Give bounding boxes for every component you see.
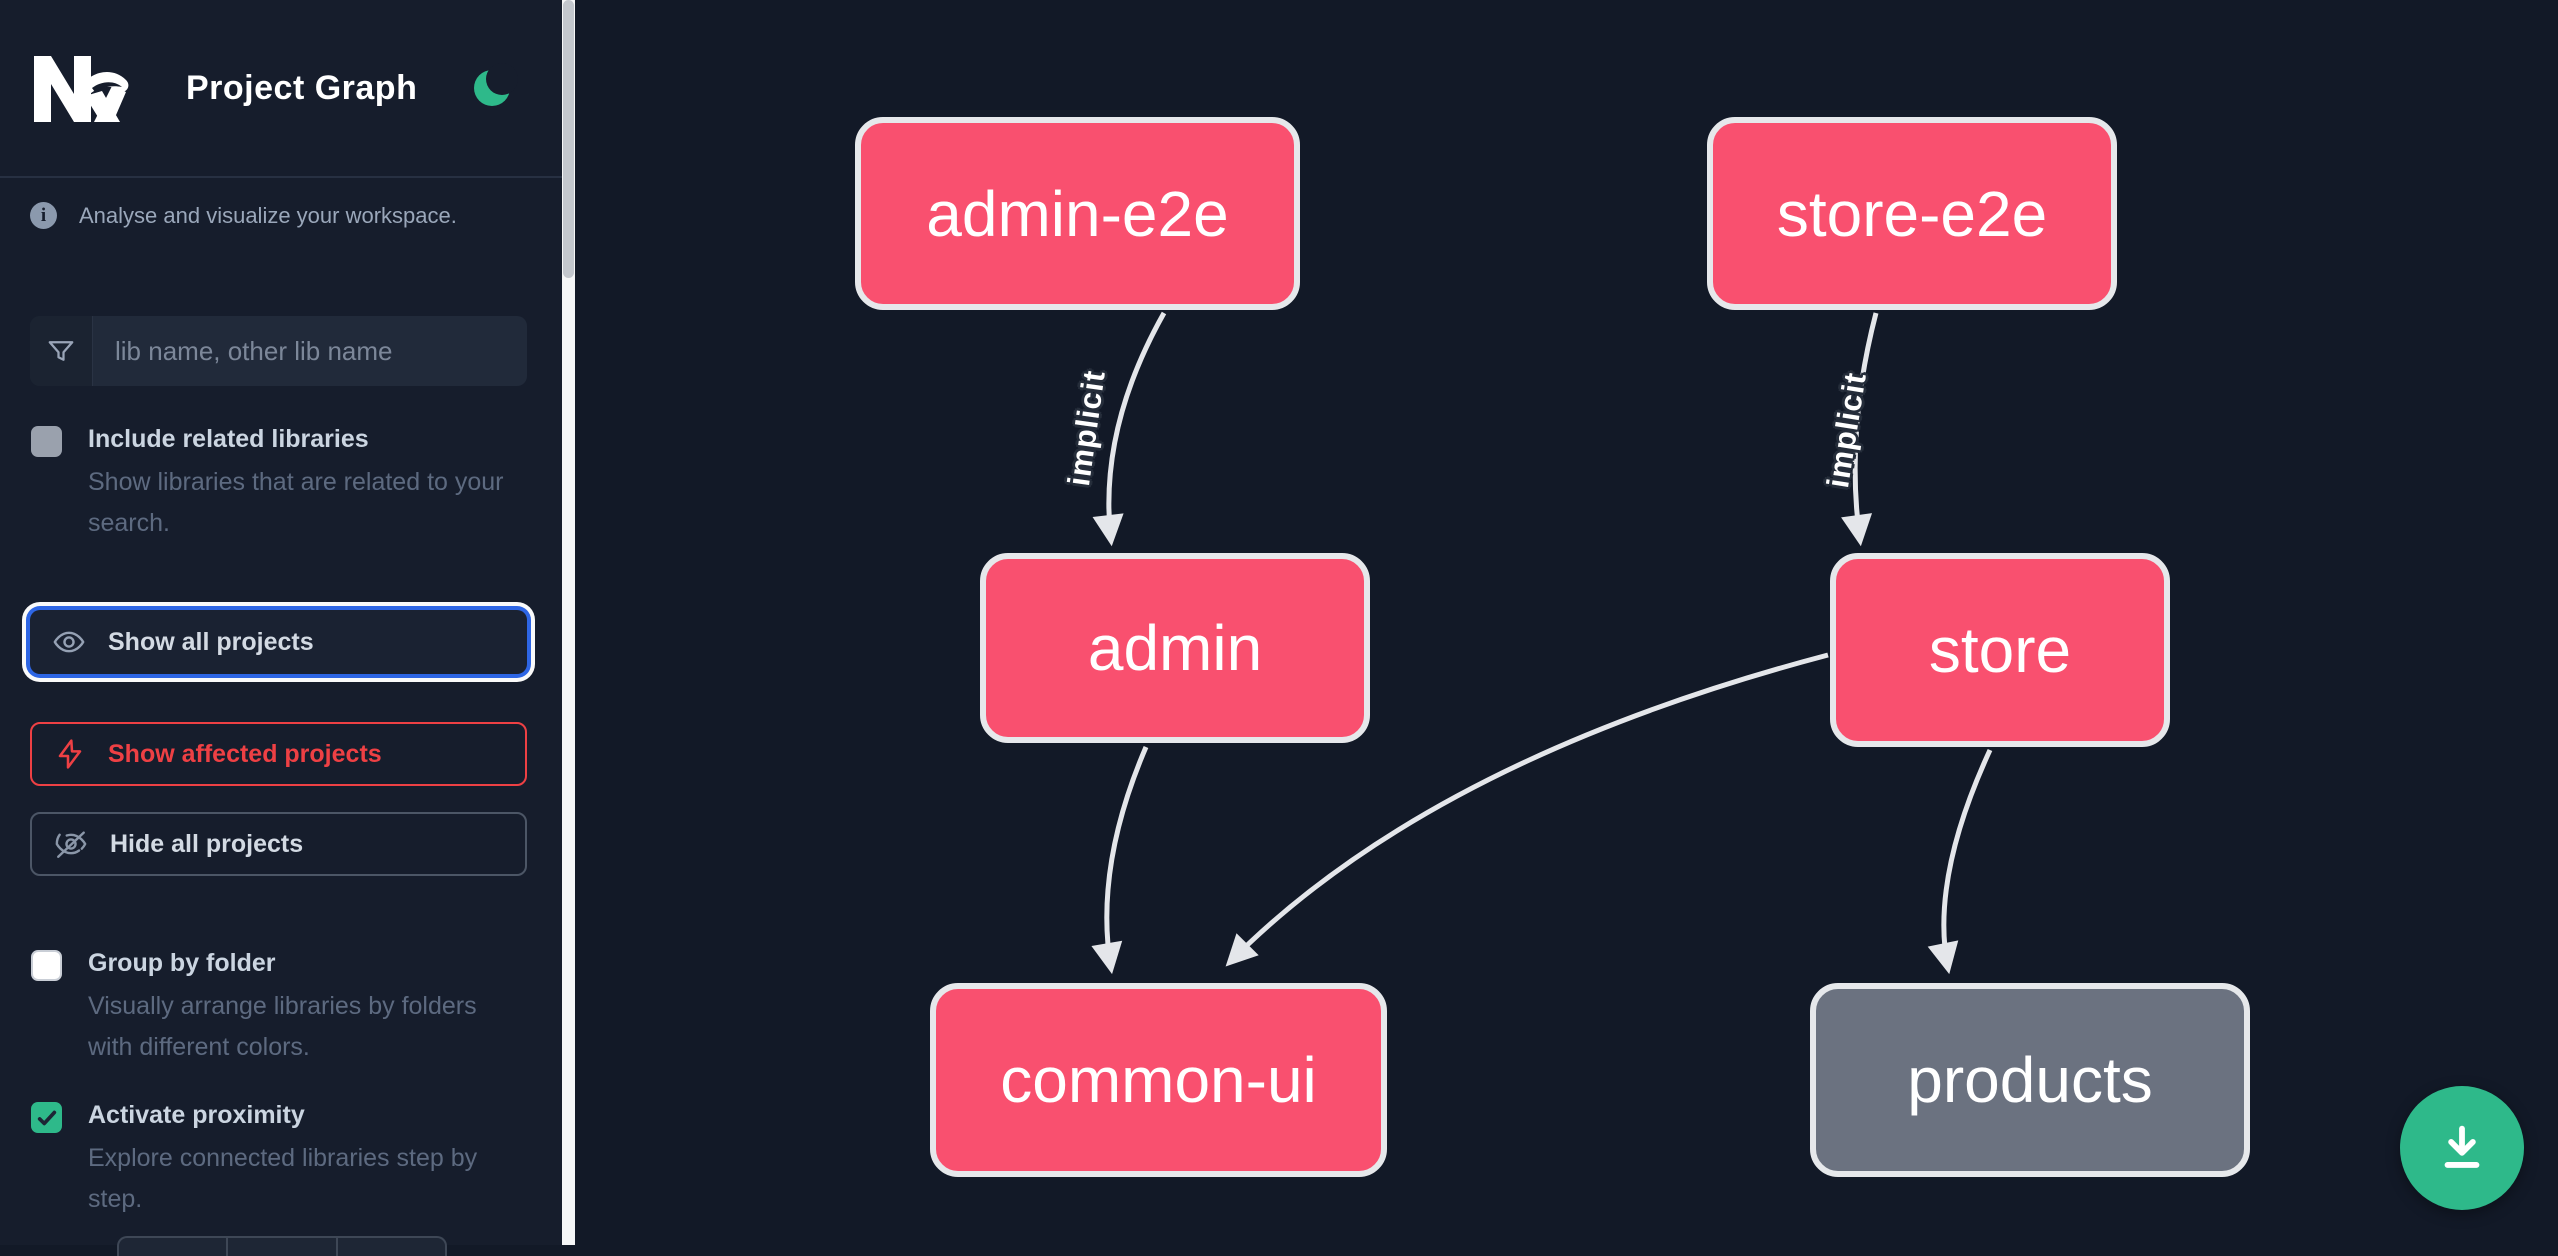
group-by-folder-row: Group by folder Visually arrange librari… (31, 948, 520, 1067)
graph-node-store-e2e[interactable]: store-e2e (1707, 117, 2117, 310)
checkmark-icon (37, 1110, 56, 1125)
sidebar-scrollbar[interactable] (562, 0, 575, 1245)
eye-off-icon (55, 831, 87, 858)
include-related-checkbox[interactable] (31, 426, 62, 457)
include-related-label: Include related libraries (88, 425, 369, 453)
activate-proximity-label: Activate proximity (88, 1101, 305, 1129)
download-graph-button[interactable] (2400, 1086, 2524, 1210)
stepper-decrement[interactable] (119, 1238, 229, 1256)
search-bar (30, 316, 527, 386)
sidebar-header: Project Graph (0, 0, 562, 178)
hide-all-projects-label: Hide all projects (110, 829, 304, 858)
info-text: Analyse and visualize your workspace. (79, 202, 457, 228)
graph-node-common-ui[interactable]: common-ui (930, 983, 1387, 1177)
graph-node-store[interactable]: store (1830, 553, 2170, 747)
eye-icon (53, 631, 85, 653)
activate-proximity-description: Explore connected libraries step by step… (88, 1144, 478, 1213)
show-affected-projects-button[interactable]: Show affected projects (30, 722, 527, 786)
lightning-bolt-icon (58, 739, 82, 769)
activate-proximity-row: Activate proximity Explore connected lib… (31, 1100, 520, 1219)
include-related-row: Include related libraries Show libraries… (31, 424, 520, 543)
workspace-info: i Analyse and visualize your workspace. (30, 202, 530, 229)
stepper-increment[interactable] (338, 1238, 445, 1256)
scrollbar-thumb[interactable] (563, 0, 574, 278)
activate-proximity-checkbox[interactable] (31, 1102, 62, 1133)
group-by-folder-description: Visually arrange libraries by folders wi… (88, 992, 477, 1061)
info-icon: i (30, 202, 57, 229)
group-by-folder-checkbox[interactable] (31, 950, 62, 981)
hide-all-projects-button[interactable]: Hide all projects (30, 812, 527, 876)
graph-node-admin[interactable]: admin (980, 553, 1370, 743)
include-related-description: Show libraries that are related to your … (88, 468, 504, 537)
group-by-folder-label: Group by folder (88, 949, 276, 977)
graph-node-admin-e2e[interactable]: admin-e2e (855, 117, 1300, 310)
stepper-value (228, 1238, 338, 1256)
download-icon (2444, 1125, 2480, 1168)
graph-node-products[interactable]: products (1810, 983, 2250, 1177)
show-all-projects-button[interactable]: Show all projects (30, 610, 527, 674)
proximity-depth-stepper[interactable] (117, 1236, 447, 1256)
show-all-projects-label: Show all projects (108, 627, 314, 656)
sidebar: Project Graph i Analyse and visualize yo… (0, 0, 562, 1256)
filter-icon (30, 316, 93, 386)
dark-mode-toggle[interactable] (474, 63, 518, 106)
search-input[interactable] (93, 316, 527, 386)
page-title: Project Graph (186, 68, 418, 107)
show-affected-projects-label: Show affected projects (108, 739, 382, 768)
nx-logo-icon (34, 55, 129, 122)
